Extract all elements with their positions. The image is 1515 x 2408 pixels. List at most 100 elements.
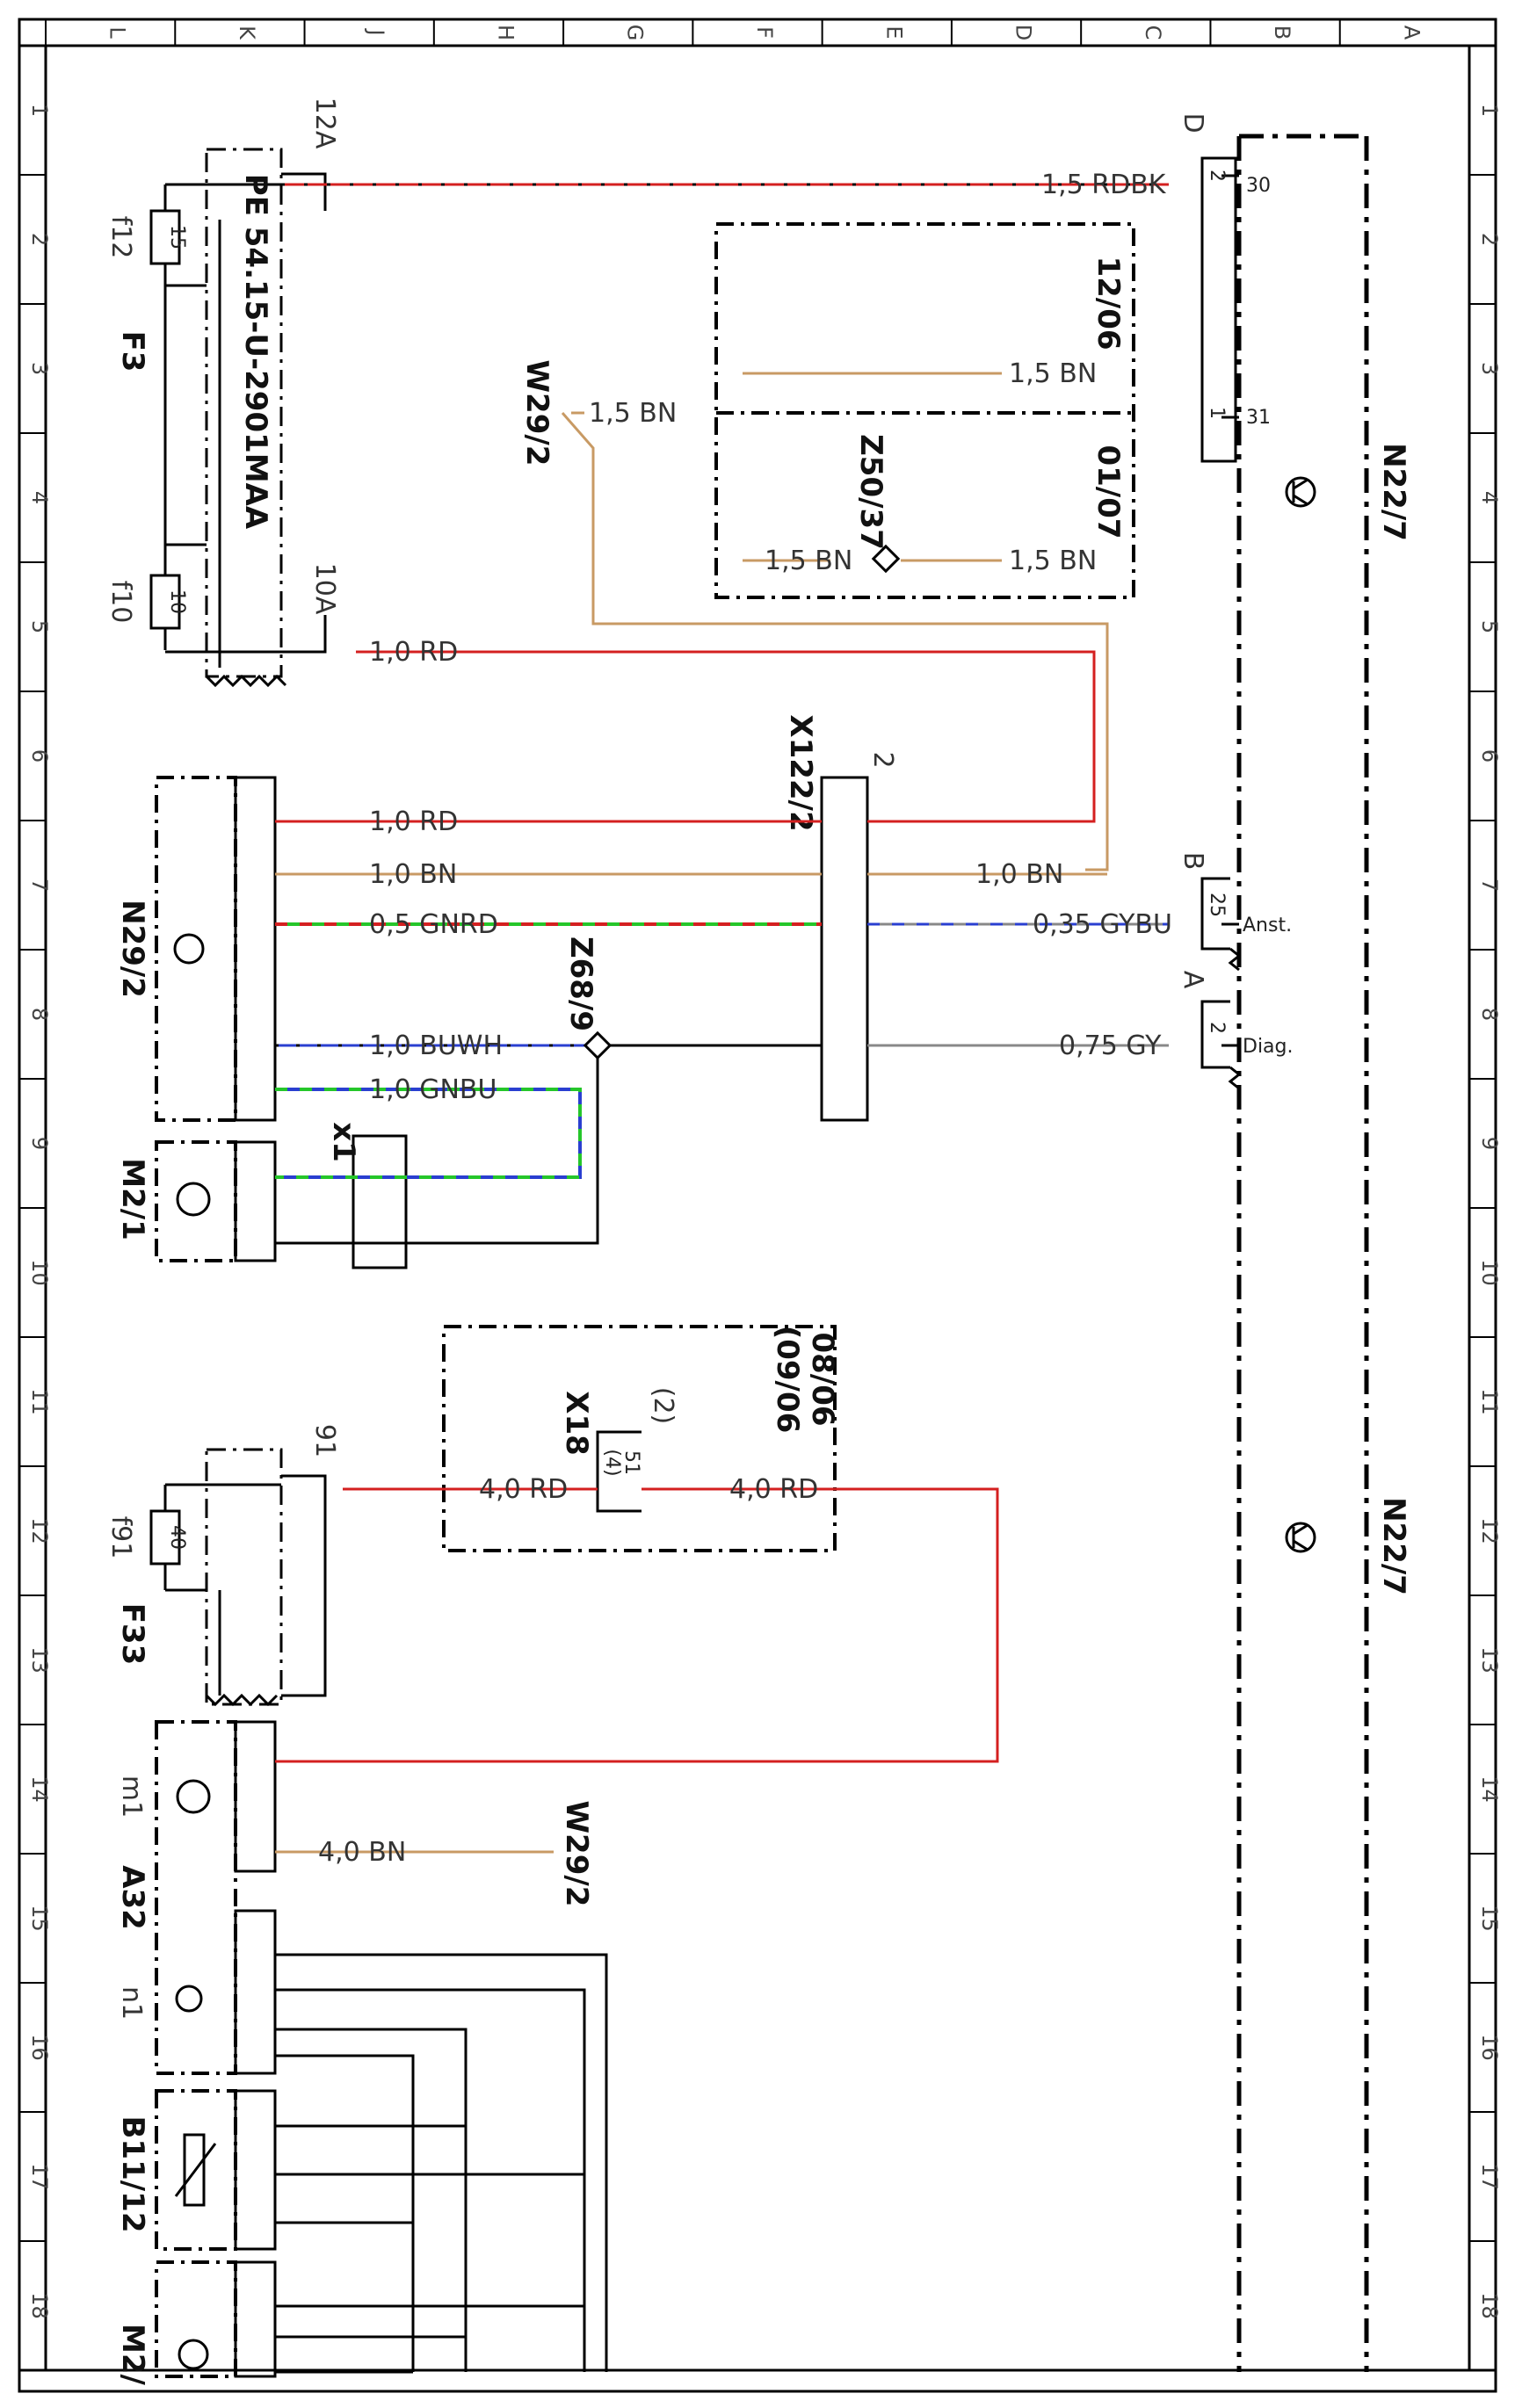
wire-black-bus	[275, 1953, 608, 2374]
row-label: 13	[1477, 1646, 1502, 1674]
label-Z68-9: Z68/9	[563, 936, 598, 1031]
x18-pin-51: 51	[620, 1450, 642, 1475]
row-label: 9	[27, 1137, 52, 1150]
label-bn-a: 1,5 BN	[1009, 358, 1097, 389]
label-F33: F33	[115, 1603, 150, 1666]
f3-fuse-block	[149, 148, 327, 688]
row-label: 16	[27, 2034, 52, 2061]
transistor-icon	[1285, 1522, 1316, 1553]
row-label: 15	[1477, 1905, 1502, 1932]
label-buwh: 1,0 BUWH	[369, 1030, 503, 1061]
relay-label: PE 54.15-U-2901MAA	[238, 174, 273, 530]
label-rd40-b: 4,0 RD	[729, 1474, 818, 1505]
row-label: 2	[27, 233, 52, 246]
label-N22-7-top: N22/7	[1376, 443, 1411, 541]
row-label: 8	[27, 1008, 52, 1021]
row-label: 3	[27, 362, 52, 375]
pin-diag: Diag.	[1243, 1036, 1294, 1058]
version-block-x18	[442, 1325, 837, 1552]
column-label: E	[881, 25, 906, 39]
pin-31-D: 31	[1246, 407, 1271, 429]
row-label: 11	[27, 1388, 52, 1415]
label-f10: f10	[105, 581, 136, 624]
n29-2-module	[155, 776, 277, 1122]
label-gnbu: 1,0 GNBU	[369, 1074, 497, 1105]
wire-rd-40	[275, 1487, 999, 1763]
label-rd40-a: 4,0 RD	[479, 1474, 568, 1505]
wire-buwh	[275, 1044, 822, 1245]
date-08-06: 08/06	[805, 1332, 840, 1426]
label-rd-a: 1,0 RD	[369, 637, 458, 668]
row-label: 4	[1477, 491, 1502, 504]
svg-text:10: 10	[166, 589, 188, 614]
b11-12-sensor	[155, 2089, 277, 2251]
row-label: 4	[27, 491, 52, 504]
column-label: F	[752, 26, 777, 39]
pin-anst: Anst.	[1243, 915, 1292, 936]
pin-30-D: 30	[1246, 175, 1271, 197]
column-label: B	[1270, 25, 1294, 40]
date-01-07: 01/07	[1091, 445, 1126, 539]
column-label: K	[235, 25, 259, 40]
svg-text:15: 15	[166, 225, 188, 249]
label-N22-7-bottom: N22/7	[1376, 1497, 1411, 1595]
label-conn-B: B	[1178, 852, 1208, 871]
connector-D	[1200, 156, 1239, 463]
column-label: D	[1011, 25, 1036, 40]
label-N29-2: N29/2	[115, 900, 150, 998]
label-gybu: 0,35 GYBU	[1033, 909, 1172, 940]
date-12-06: 12/06	[1091, 256, 1126, 350]
row-label: 16	[1477, 2034, 1502, 2061]
label-n1: n1	[116, 1986, 147, 2020]
label-bn-b: 1,5 BN	[589, 398, 677, 429]
pin-1: 1	[1206, 407, 1228, 419]
row-label: 1	[27, 104, 52, 117]
pin-2: 2	[1206, 1022, 1228, 1034]
label-X18: X18	[559, 1391, 594, 1456]
row-label: 7	[27, 879, 52, 892]
a32-module	[155, 1720, 277, 2075]
wire-bn-top	[561, 372, 1109, 871]
row-label: 1	[1477, 104, 1502, 117]
row-label: 14	[27, 1775, 52, 1803]
transistor-icon	[1285, 476, 1316, 508]
column-label: A	[1399, 25, 1424, 40]
m2-1-motor	[155, 1140, 277, 1262]
date-09-06: (09/06	[770, 1326, 805, 1434]
row-label: 7	[1477, 879, 1502, 892]
label-fuse-10A: 10A	[309, 563, 340, 615]
n22-7-frame	[1236, 134, 1369, 2372]
label-rd-b: 1,0 RD	[369, 806, 458, 837]
splice-z50	[871, 544, 901, 574]
row-label: 15	[27, 1905, 52, 1932]
x18-alt-4: (4)	[601, 1449, 623, 1476]
row-label: 6	[1477, 749, 1502, 763]
fuse-f10-value: 10	[166, 589, 188, 614]
row-label: 10	[27, 1259, 52, 1286]
label-M2-partial: M2/	[115, 2324, 150, 2385]
column-label: L	[105, 26, 130, 39]
m2-partial	[155, 2260, 277, 2378]
row-label: 3	[1477, 362, 1502, 375]
label-W29-2-bottom: W29/2	[559, 1801, 594, 1907]
row-label: 8	[1477, 1008, 1502, 1021]
row-label: 12	[27, 1517, 52, 1544]
row-label: 17	[1477, 2163, 1502, 2190]
row-label: 12	[1477, 1517, 1502, 1544]
column-label: C	[1141, 25, 1165, 40]
column-label: G	[623, 25, 648, 41]
row-label: 5	[1477, 620, 1502, 633]
x18-connector	[596, 1430, 642, 1513]
row-label: 9	[1477, 1137, 1502, 1150]
label-Z50-37: Z50/37	[853, 434, 888, 550]
label-bn40: 4,0 BN	[318, 1837, 406, 1868]
connector-A	[1200, 1000, 1242, 1090]
row-label: 13	[27, 1646, 52, 1674]
label-gy: 0,75 GY	[1059, 1030, 1162, 1061]
column-label: J	[364, 27, 388, 35]
label-fuse-12A: 12A	[309, 98, 340, 149]
pin-2: 2	[1206, 170, 1228, 182]
label-X122-2-side: 2	[867, 751, 898, 768]
label-F3: F3	[115, 331, 150, 372]
